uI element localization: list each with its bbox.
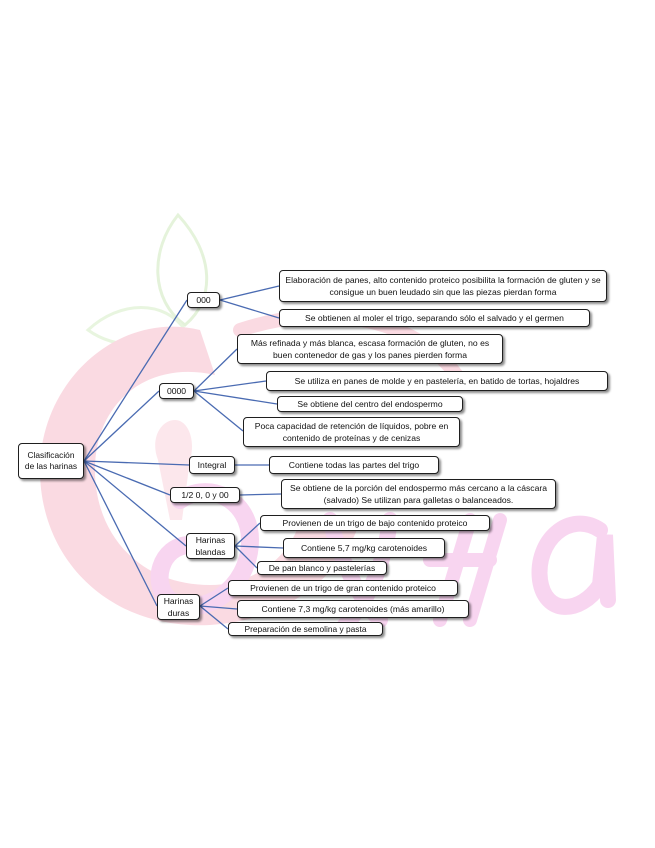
connector-line [219,285,280,301]
connector-line [83,460,171,496]
detail-node: Elaboración de panes, alto contenido pro… [279,270,607,302]
detail-text: Provienen de un trigo de gran contenido … [250,583,436,593]
detail-node: Provienen de un trigo de gran contenido … [228,580,458,596]
detail-node: Provienen de un trigo de bajo contenido … [260,515,490,531]
category-node-0000: 0000 [159,383,194,399]
detail-text: Contiene 5,7 mg/kg carotenoides [300,543,428,553]
detail-text: Contiene 7,3 mg/kg carotenoides (más ama… [261,604,445,614]
category-node-000: 000 [187,292,220,308]
watermark-apple-icon [40,326,360,626]
connector-line [234,545,258,569]
category-node-mixed: 1/2 0, 0 y 00 [170,487,240,503]
detail-node: Se obtiene de la porción del endospermo … [281,479,556,509]
connector-line [234,545,284,549]
category-label: Harinas blandas [195,535,226,557]
detail-text: Provienen de un trigo de bajo contenido … [282,518,468,528]
connector-line [83,299,188,462]
category-label: Harinas duras [163,596,194,618]
detail-text: De pan blanco y pastelerías [268,563,376,573]
detail-node: De pan blanco y pastelerías [257,561,387,575]
connector-line [234,522,261,547]
category-label: 000 [196,295,211,305]
detail-node: Se obtienen al moler el trigo, separando… [279,309,590,327]
category-node-soft-flours: Harinas blandas [186,533,235,559]
connector-line [193,348,238,392]
detail-node: Preparación de semolina y pasta [228,622,383,636]
category-node-hard-flours: Harinas duras [157,594,200,620]
connector-line [193,380,267,392]
connectors [83,285,284,630]
root-node-label: Clasificación de las harinas [24,450,78,471]
detail-text: Se obtiene del centro del endospermo [297,399,443,409]
detail-node: Más refinada y más blanca, escasa formac… [237,334,503,364]
category-label: 0000 [166,386,187,396]
detail-text: Poca capacidad de retención de líquidos,… [254,421,449,443]
detail-text: Preparación de semolina y pasta [244,624,367,634]
detail-node: Se utiliza en panes de molde y en pastel… [266,371,608,391]
watermark-leaf-icon [156,212,209,327]
detail-text: Contiene todas las partes del trigo [288,460,420,470]
connector-line [199,587,229,607]
root-node: Clasificación de las harinas [18,443,84,479]
connector-line [83,460,158,607]
detail-text: Se obtiene de la porción del endospermo … [289,483,547,505]
connector-line [83,460,187,547]
connector-line [219,299,280,319]
detail-node: Poca capacidad de retención de líquidos,… [243,417,460,447]
detail-text: Se obtienen al moler el trigo, separando… [305,313,564,323]
detail-text: Se utiliza en panes de molde y en pastel… [294,376,580,386]
detail-node: Contiene 7,3 mg/kg carotenoides (más ama… [237,600,469,618]
category-node-integral: Integral [189,456,235,474]
connector-line [83,460,190,466]
connector-line [199,605,229,630]
connector-line [193,390,278,405]
connector-line [239,493,282,496]
detail-node: Contiene todas las partes del trigo [269,456,439,474]
connector-line [83,390,160,462]
detail-node: Se obtiene del centro del endospermo [277,396,463,412]
detail-text: Elaboración de panes, alto contenido pro… [285,275,601,297]
detail-text: Más refinada y más blanca, escasa formac… [250,338,490,360]
watermark-letter-icon [531,515,616,615]
detail-node: Contiene 5,7 mg/kg carotenoides [283,538,445,558]
connector-line [199,605,238,610]
connector-line [193,390,244,432]
category-label: Integral [197,460,227,470]
category-label: 1/2 0, 0 y 00 [181,490,229,500]
